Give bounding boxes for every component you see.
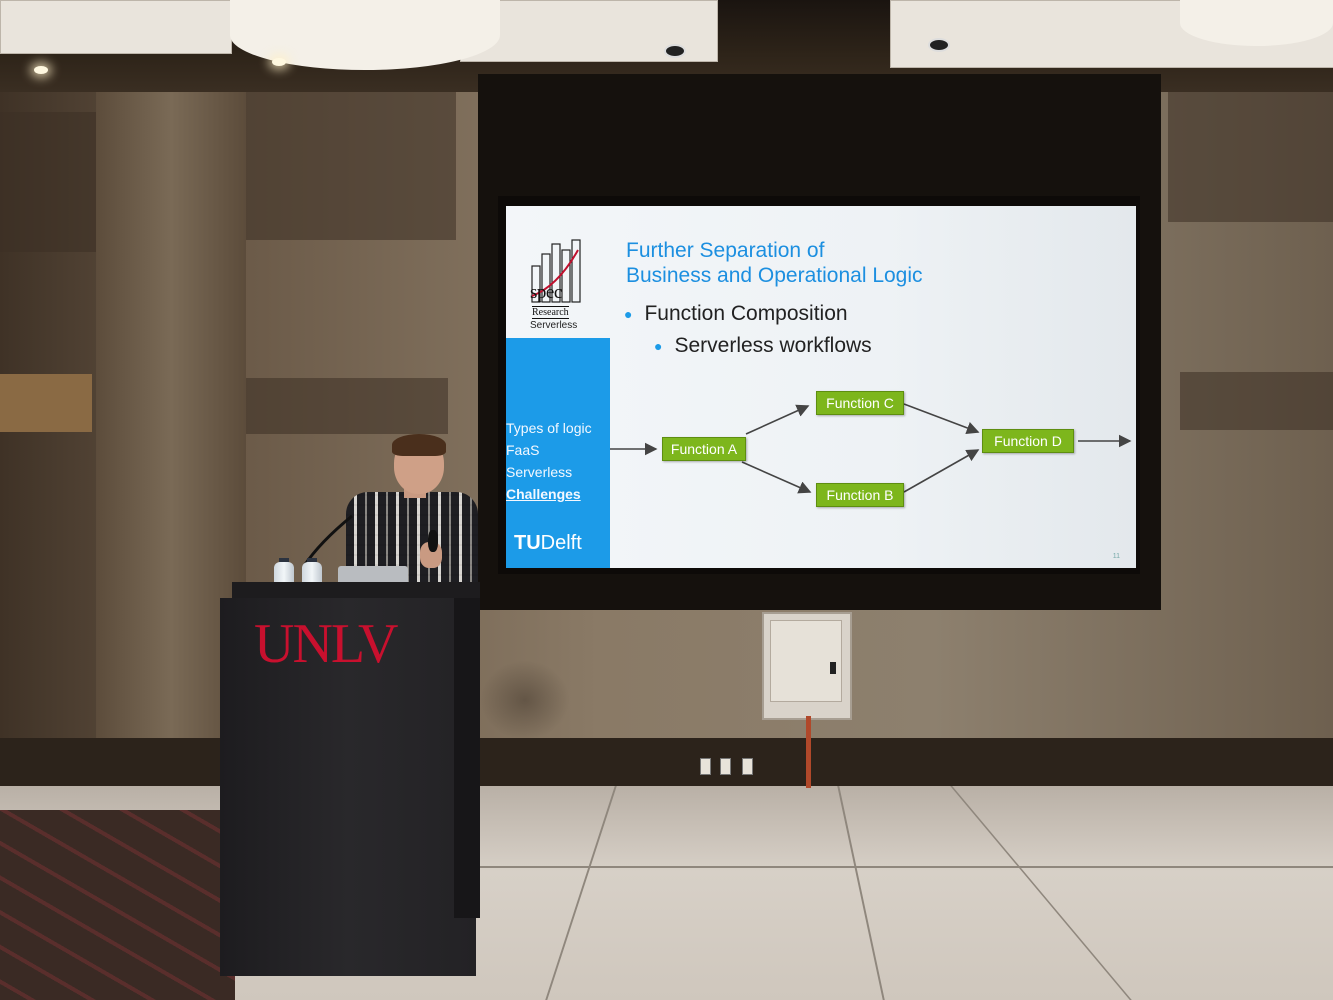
function-a-box: Function A: [662, 437, 746, 461]
arrow-a-to-c: [745, 404, 810, 435]
wall-shelf: [0, 374, 92, 432]
nav-item-challenges: Challenges: [506, 486, 581, 502]
slide-title-line1: Further Separation of: [626, 239, 825, 262]
laptop: [338, 566, 408, 586]
presentation-slide: spec Research Serverless Types of logic …: [506, 206, 1136, 568]
slide-title-line2: Business and Operational Logic: [626, 264, 923, 287]
ceiling-speaker: [664, 44, 686, 58]
workflow-diagram: [610, 403, 1132, 494]
water-bottle: [302, 562, 322, 586]
spec-research-logo: [528, 236, 586, 330]
bullet-dot-icon: ●: [654, 338, 663, 355]
ceiling-light: [272, 58, 286, 66]
nav-item-faas: FaaS: [506, 442, 540, 458]
baseboard: [0, 738, 1333, 788]
ceiling-tile: [0, 0, 232, 54]
wall-panel: [236, 378, 448, 434]
arrow-b-to-d: [903, 449, 980, 493]
bullet-level1: ● Function Composition: [624, 302, 848, 326]
podium-top: [232, 582, 480, 600]
function-c-box: Function C: [816, 391, 904, 415]
bullet-dot-icon: ●: [624, 306, 633, 323]
arrow-a-to-b: [741, 461, 812, 494]
tudelft-logo: TUDelft: [514, 532, 582, 554]
slide-title: Further Separation of Business and Opera…: [626, 238, 923, 288]
slide-sidebar: Types of logic FaaS Serverless Challenge…: [506, 338, 610, 568]
slide-page-number: 11: [1112, 553, 1120, 560]
bullet-level2: ● Serverless workflows: [654, 334, 872, 358]
stage-seam: [545, 786, 617, 1000]
arrow-c-to-d: [903, 403, 980, 435]
stage-seam: [950, 786, 1132, 1000]
wall-panel: [0, 112, 96, 252]
wall-panel: [1168, 92, 1333, 222]
stage-seam: [0, 866, 1333, 868]
ceiling: [0, 0, 1333, 92]
podium-shadow: [480, 660, 570, 740]
wall-outlet: [720, 758, 731, 775]
bottle-cap: [279, 558, 289, 564]
wall-box-latch: [830, 662, 836, 674]
nav-item-types-of-logic: Types of logic: [506, 420, 592, 436]
podium-logo: UNLV: [254, 613, 398, 675]
serverless-logo-text: Serverless: [530, 320, 578, 331]
microphone-icon: [428, 530, 438, 552]
research-logo-text: Research: [532, 306, 569, 319]
wall-outlet: [742, 758, 753, 775]
bottle-cap: [307, 558, 317, 564]
bullet-text: Function Composition: [644, 302, 848, 325]
wall-access-box-door: [770, 620, 842, 702]
function-b-box: Function B: [816, 483, 904, 507]
spec-logo-text: spec: [530, 282, 562, 303]
wall-panel: [246, 92, 456, 240]
wall-panel: [1180, 372, 1333, 430]
bar-chart-icon: [531, 239, 581, 303]
ceiling-speaker: [928, 38, 950, 52]
function-d-box: Function D: [982, 429, 1074, 453]
presenter-hair: [392, 434, 446, 456]
ceiling-dome: [1180, 0, 1333, 46]
wall-access-box: [762, 612, 852, 720]
cable: [806, 716, 811, 788]
ceiling-dome: [230, 0, 500, 70]
ceiling-light: [34, 66, 48, 74]
nav-item-serverless: Serverless: [506, 464, 573, 480]
bullet-text: Serverless workflows: [674, 334, 872, 357]
podium: UNLV: [220, 598, 476, 976]
water-bottle: [274, 562, 294, 586]
wall-outlet: [700, 758, 711, 775]
podium-side: [454, 598, 480, 918]
stage-seam: [837, 786, 885, 1000]
carpet: [0, 810, 235, 1000]
